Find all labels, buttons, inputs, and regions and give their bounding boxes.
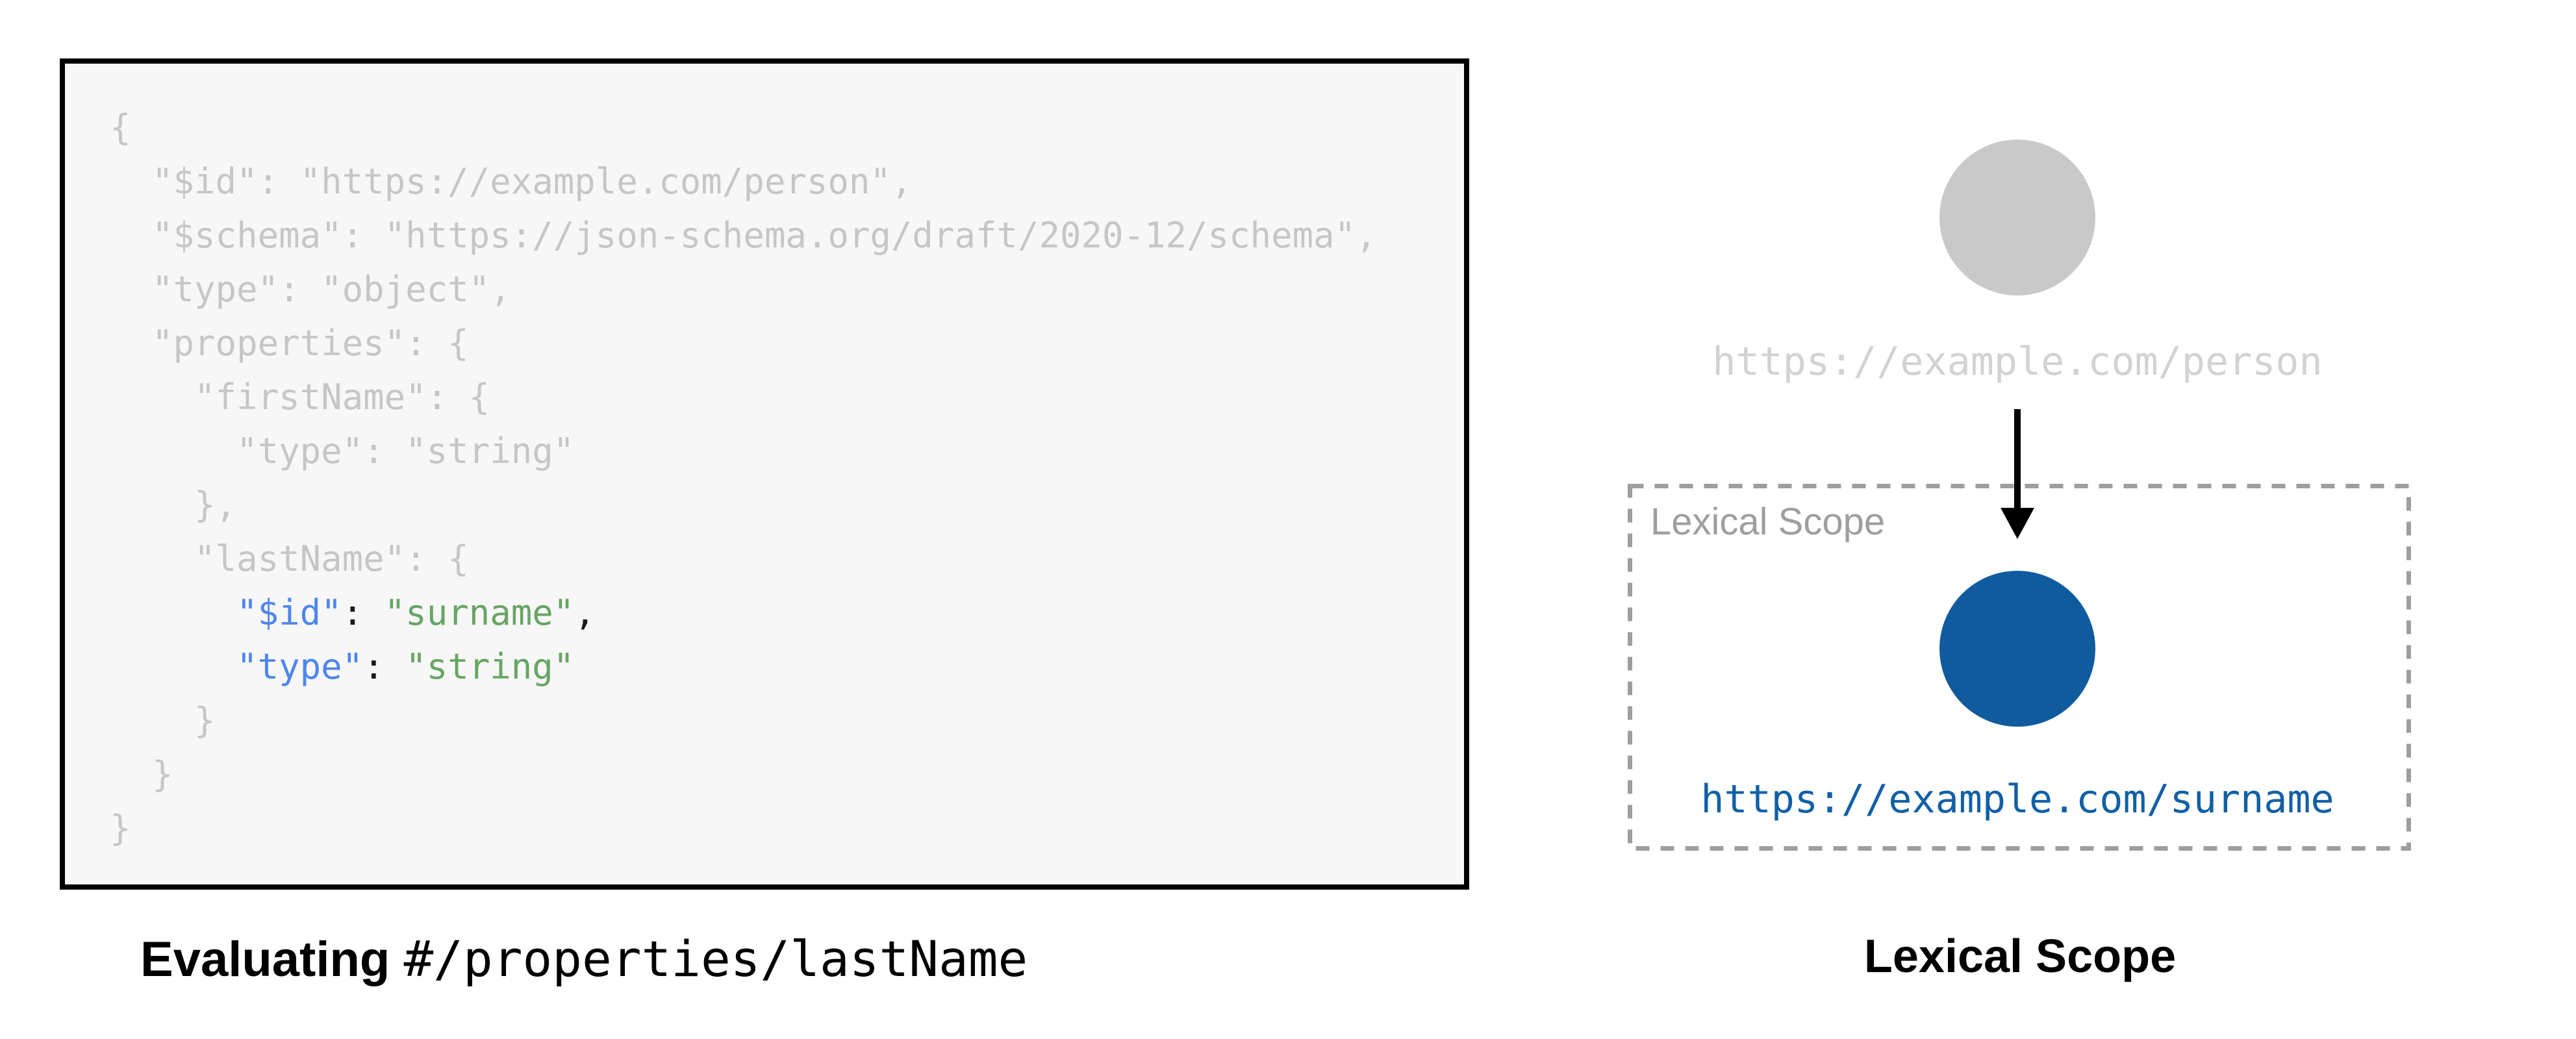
code-line: } (110, 747, 1464, 801)
code-segment-punct: , (574, 592, 596, 633)
code-segment-muted (110, 646, 236, 687)
lexical-scope-box (1628, 484, 2411, 851)
code-line: "properties": { (110, 316, 1464, 370)
code-segment-muted: } (110, 754, 173, 795)
code-line: "firstName": { (110, 370, 1464, 424)
right-caption: Lexical Scope (1863, 931, 2177, 983)
code-segment-muted: "type": "string" (110, 431, 575, 471)
code-segment-punct: : (342, 592, 385, 633)
code-segment-muted: }, (110, 484, 237, 525)
code-segment-muted: "properties": { (110, 323, 469, 364)
code-segment-muted: "firstName": { (110, 377, 490, 418)
code-line: } (110, 694, 1464, 747)
code-segment-muted: { (110, 107, 131, 148)
code-segment-muted: "type": "object", (110, 269, 511, 310)
code-segment-muted: } (110, 808, 131, 849)
person-node-label: https://example.com/person (1712, 339, 2323, 384)
surname-node-label: https://example.com/surname (1700, 777, 2334, 822)
code-segment-value: "surname" (384, 592, 575, 633)
code-line: "$id": "surname", (110, 586, 1464, 640)
code-segment-muted (110, 592, 236, 633)
code-segment-muted: } (110, 700, 216, 741)
code-line: "lastName": { (110, 532, 1464, 586)
left-caption: Evaluating #/properties/lastName (140, 930, 1028, 988)
code-line: "$schema": "https://json-schema.org/draf… (110, 208, 1464, 262)
code-line: }, (110, 478, 1464, 532)
json-schema-code-block: { "$id": "https://example.com/person", "… (60, 58, 1469, 890)
lexical-scope-box-title: Lexical Scope (1650, 501, 1886, 543)
left-caption-json-pointer: #/properties/lastName (403, 930, 1028, 988)
reference-arrow-shaft (2014, 409, 2021, 508)
code-segment-key: "$id" (236, 592, 342, 633)
code-line: { (110, 101, 1464, 155)
code-line: "type": "object", (110, 262, 1464, 316)
code-segment-punct: : (363, 646, 406, 687)
code-line: "$id": "https://example.com/person", (110, 155, 1464, 208)
left-caption-evaluating: Evaluating (140, 932, 390, 987)
code-segment-muted: "$id": "https://example.com/person", (110, 161, 913, 202)
person-node-circle (1939, 140, 2095, 295)
code-segment-muted: "lastName": { (110, 538, 469, 579)
code-line: "type": "string" (110, 640, 1464, 694)
code-segment-value: "string" (405, 646, 575, 687)
code-line: } (110, 801, 1464, 855)
code-segment-muted: "$schema": "https://json-schema.org/draf… (110, 215, 1377, 256)
code-segment-key: "type" (236, 646, 364, 687)
surname-node-circle (1939, 571, 2095, 727)
code-line: "type": "string" (110, 424, 1464, 478)
reference-arrow-head-icon (2001, 508, 2034, 539)
json-schema-code: { "$id": "https://example.com/person", "… (65, 64, 1464, 855)
lexical-scope-box-border (1628, 484, 2411, 851)
